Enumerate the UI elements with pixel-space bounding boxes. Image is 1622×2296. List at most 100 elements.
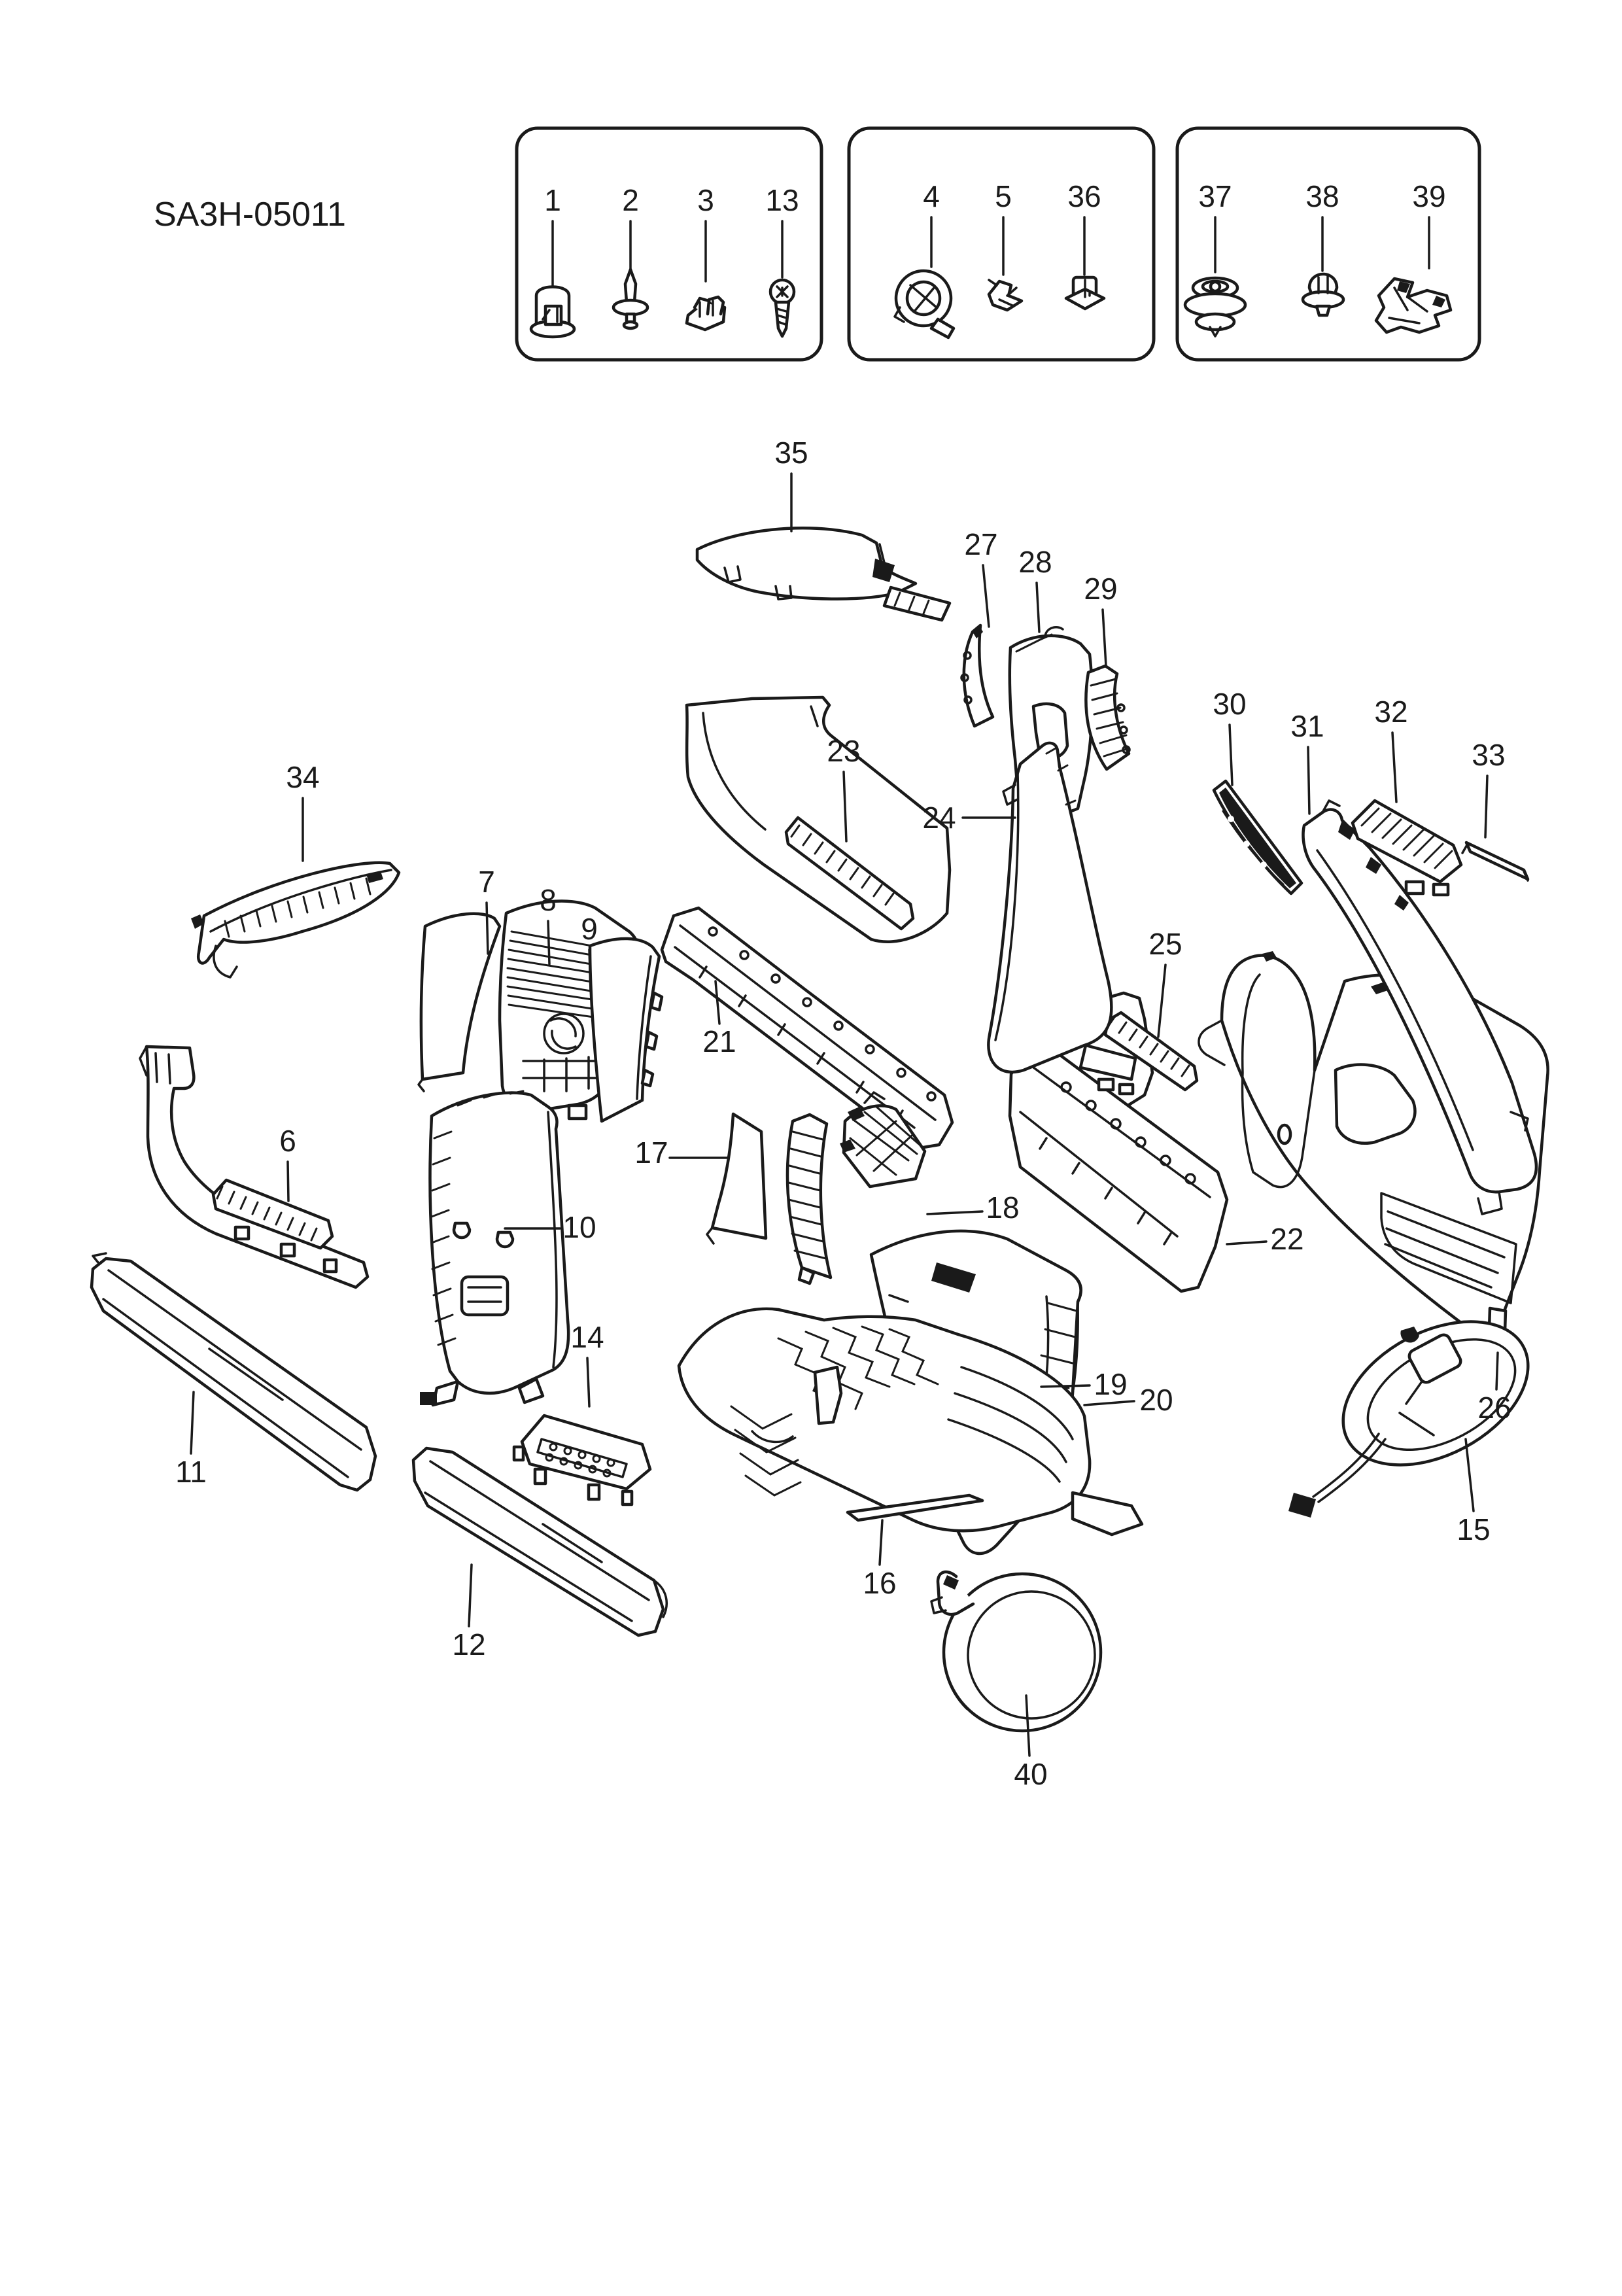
callout-35: 35: [774, 436, 808, 470]
layered-grommet-icon: [1183, 276, 1247, 338]
leader-27: [982, 564, 990, 628]
callout-33: 33: [1472, 738, 1505, 772]
part-35-a-pillar-upper-garnish: [695, 527, 952, 622]
callout-32: 32: [1374, 695, 1407, 729]
part-32-mounting-bracket: [1351, 799, 1463, 897]
callout-17: 17: [634, 1136, 668, 1170]
callout-38: 38: [1305, 179, 1339, 213]
callout-21: 21: [702, 1024, 736, 1058]
leader-14: [586, 1357, 591, 1408]
leader-18: [926, 1210, 984, 1215]
leader-19: [1040, 1384, 1091, 1388]
callout-25: 25: [1148, 927, 1182, 961]
part-27-pillar-strip: [960, 623, 995, 728]
legend-box-a-frame: [515, 126, 823, 362]
legend-box-b: 4 5 36: [847, 126, 1156, 362]
callout-4: 4: [923, 179, 940, 213]
square-clip-icon: [685, 295, 727, 332]
callout-15: 15: [1457, 1512, 1490, 1546]
box-grommet-icon: [1064, 275, 1106, 311]
callout-7: 7: [478, 865, 495, 899]
legend-box-b-frame: [847, 126, 1156, 362]
legend-box-a: 1 2 3 13: [515, 126, 823, 362]
part-7-pillar-panel: [417, 912, 502, 1092]
callout-34: 34: [286, 760, 319, 794]
callout-20: 20: [1139, 1383, 1173, 1417]
leader-25: [1157, 964, 1167, 1038]
callout-1: 1: [544, 183, 561, 217]
callout-23: 23: [827, 734, 860, 768]
part-24-c-pillar-trim: [987, 741, 1137, 1096]
part-18-finisher: [840, 1091, 927, 1189]
callout-labels: 35 27 28 29 30 31 32 33 34 23 24 25 7 8 …: [175, 436, 1511, 1791]
callout-24: 24: [922, 801, 956, 835]
cap-nut-icon: [529, 285, 576, 339]
callout-30: 30: [1213, 687, 1246, 721]
part-33-trim-strip: [1461, 841, 1530, 882]
leader-32: [1391, 731, 1398, 803]
callout-12: 12: [452, 1627, 485, 1661]
leader-31: [1307, 746, 1311, 815]
part-20-wheelhouse-trim: [677, 1307, 1144, 1537]
leader-11: [190, 1391, 195, 1455]
part-40-speaker-grille: [930, 1570, 1103, 1733]
part-17-filler-panel: [706, 1112, 768, 1245]
leader-12: [468, 1563, 473, 1627]
part-31-d-pillar-trim: [1302, 799, 1538, 1215]
callout-27: 27: [964, 527, 997, 561]
screw-icon: [768, 278, 796, 338]
callout-40: 40: [1014, 1757, 1047, 1791]
spring-clip-icon: [987, 279, 1024, 312]
part-10-b-pillar-lower-trim: [420, 1090, 570, 1407]
leader-30: [1228, 723, 1234, 786]
leader-40: [1025, 1694, 1031, 1757]
callout-19: 19: [1094, 1367, 1127, 1401]
leader-7: [485, 901, 489, 955]
callout-10: 10: [562, 1210, 596, 1244]
callout-26: 26: [1477, 1391, 1511, 1425]
leader-22: [1226, 1240, 1268, 1245]
callout-5: 5: [995, 179, 1012, 213]
leader-26: [1495, 1351, 1499, 1391]
diagram-code: SA3H-05011: [154, 196, 346, 234]
part-30-corner-garnish: [1212, 779, 1303, 896]
callout-11: 11: [175, 1455, 207, 1489]
leader-16: [878, 1519, 884, 1566]
leader-8: [547, 920, 551, 965]
callout-6: 6: [279, 1124, 296, 1158]
part-21-front-sill-inner: [660, 906, 954, 1151]
callout-8: 8: [540, 883, 557, 917]
harness-clamp-icon: [893, 269, 956, 339]
callout-13: 13: [765, 183, 799, 217]
callout-29: 29: [1084, 572, 1117, 606]
leader-20: [1083, 1400, 1135, 1406]
part-34-a-pillar-garnish: [191, 861, 401, 979]
part-pillar-finisher-hatched: [785, 1113, 833, 1285]
callout-9: 9: [581, 912, 598, 946]
leader-29: [1101, 608, 1107, 667]
part-14-rear-scuff-strip: [512, 1414, 652, 1506]
callout-31: 31: [1290, 709, 1324, 743]
part-29-pillar-strip: [1084, 664, 1131, 771]
push-pin-icon: [1301, 272, 1345, 317]
part-16-protector-strip: [846, 1493, 984, 1522]
callout-37: 37: [1198, 179, 1232, 213]
part-6-front-kick-panel: [139, 1045, 370, 1289]
bracket-clip-icon: [1374, 277, 1453, 334]
push-rivet-icon: [612, 268, 649, 330]
leader-9: [588, 948, 592, 993]
leader-23: [842, 771, 848, 843]
part-11-front-sill-plate: [90, 1252, 377, 1492]
callout-18: 18: [986, 1191, 1019, 1225]
callout-16: 16: [863, 1566, 896, 1600]
leader-15: [1464, 1438, 1475, 1512]
part-12-rear-sill-plate: [411, 1446, 668, 1637]
callout-3: 3: [697, 183, 714, 217]
part-15-fuel-lid-bezel: [1288, 1320, 1530, 1518]
leader-28: [1035, 582, 1041, 633]
callout-28: 28: [1018, 545, 1052, 579]
callout-14: 14: [570, 1320, 604, 1354]
callout-22: 22: [1270, 1222, 1303, 1256]
